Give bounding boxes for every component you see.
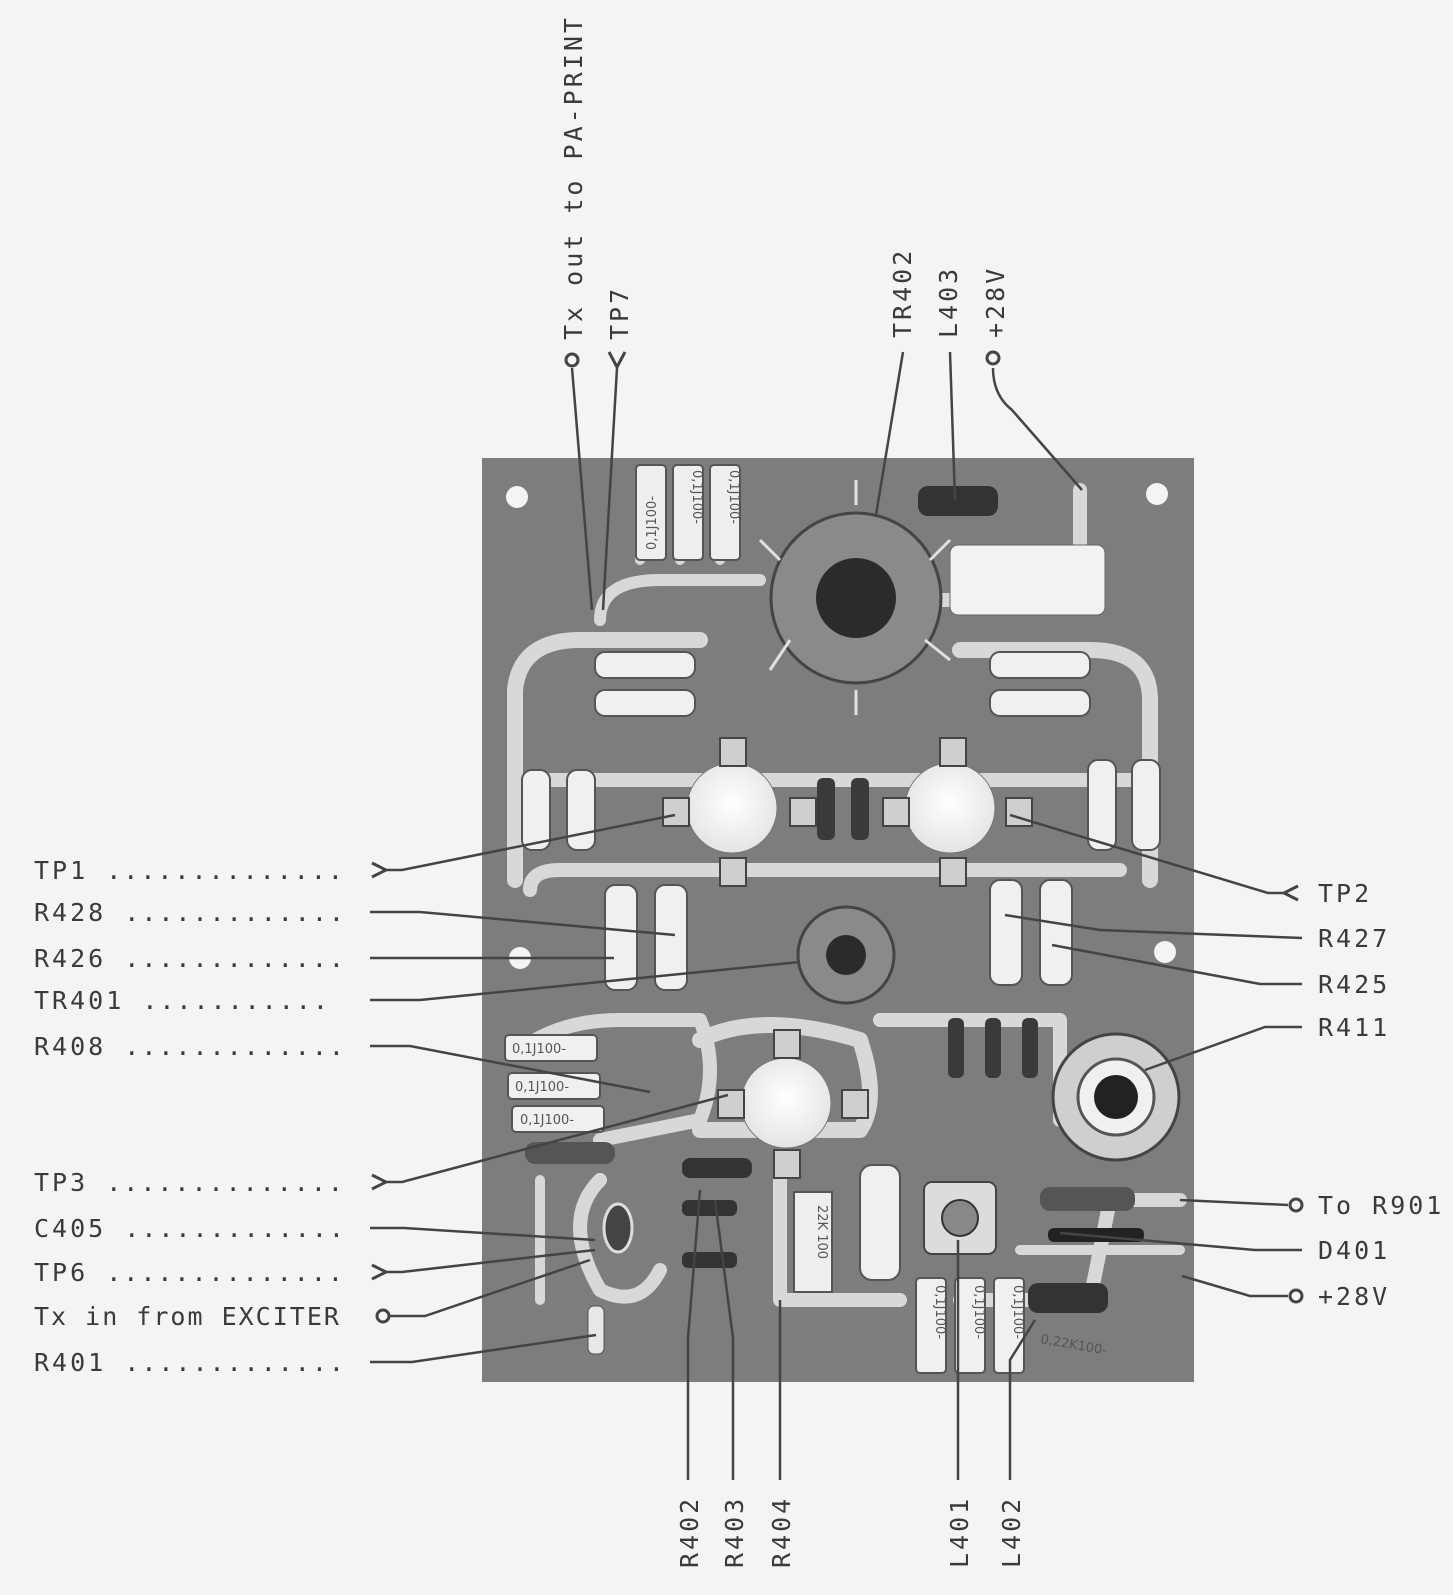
label-r403: R403	[720, 1495, 749, 1568]
label-r427: R427	[1318, 924, 1391, 953]
label-r411: R411	[1318, 1013, 1391, 1042]
label-r402: R402	[675, 1495, 704, 1568]
label-r404: R404	[767, 1495, 796, 1568]
label-tr402: TR402	[888, 247, 917, 338]
lower-left-resistor	[525, 1142, 615, 1164]
cap-marking: 0,1J100-	[515, 1080, 569, 1095]
upper-right-block	[949, 544, 1106, 616]
r403-resistor	[682, 1200, 737, 1216]
r404-resistor	[682, 1252, 737, 1268]
cap-marking: 0,1J100-	[932, 1285, 947, 1339]
label-l402: L402	[997, 1495, 1026, 1568]
label-tp2: TP2	[1318, 879, 1373, 908]
cap-marking: 0,1J100-	[512, 1042, 566, 1057]
label-c405: C405 .............	[34, 1214, 346, 1243]
cap-marking: 0,1J100-	[971, 1285, 986, 1339]
tr401-toroid	[796, 905, 896, 1005]
label-tp6: TP6 ..............	[34, 1258, 345, 1287]
l401-coil	[923, 1181, 997, 1255]
label-tx-in: Tx in from EXCITER	[34, 1302, 341, 1331]
l402-choke	[1028, 1283, 1108, 1313]
transistors	[662, 737, 1033, 1179]
label-plus28v-top: +28V	[981, 265, 1010, 338]
label-d401: D401	[1318, 1236, 1391, 1265]
res-marking: 22K 100	[814, 1205, 829, 1259]
r402-resistor	[682, 1158, 752, 1178]
l403-choke	[918, 486, 998, 516]
lower-res-vertical	[859, 1164, 901, 1281]
label-tp1: TP1 ..............	[34, 856, 345, 885]
label-tp3: TP3 ..............	[34, 1168, 345, 1197]
lower-res-22k	[793, 1191, 833, 1293]
cap-marking: 0,1J100-	[689, 470, 704, 524]
label-r408: R408 .............	[34, 1032, 346, 1061]
cap-marking: 0,1J100-	[726, 470, 741, 524]
terminal-circles	[375, 350, 1304, 1324]
r411-trimmer	[1051, 1032, 1181, 1162]
right-small-resistors	[948, 1018, 1038, 1078]
mounting-holes	[506, 483, 1176, 969]
test-point-marks	[371, 351, 1299, 1281]
label-l403: L403	[934, 265, 963, 338]
label-r425: R425	[1318, 970, 1391, 999]
mid-resistors	[604, 879, 1073, 991]
c405-capacitor	[602, 1202, 634, 1254]
r401-resistor	[587, 1305, 605, 1355]
upper-resistors	[594, 651, 1091, 717]
lower-right-resistor	[1040, 1187, 1135, 1211]
label-tp7: TP7	[605, 285, 634, 340]
label-plus28v-right: +28V	[1318, 1282, 1391, 1311]
left-capacitors	[504, 1034, 605, 1133]
label-to-r901: To R901	[1318, 1191, 1445, 1220]
label-r401: R401 .............	[34, 1348, 346, 1377]
side-resistors	[521, 759, 1161, 851]
label-tr401: TR401 ...........	[34, 986, 330, 1015]
label-r428: R428 .............	[34, 898, 346, 927]
center-resistors	[817, 778, 869, 840]
label-l401: L401	[945, 1495, 974, 1568]
label-r426: R426 .............	[34, 944, 346, 973]
label-tx-out: Tx out to PA-PRINT	[559, 15, 588, 340]
leader-lines	[370, 351, 1303, 1480]
top-capacitors	[635, 464, 741, 561]
cap-marking: 0,1J100-	[520, 1113, 574, 1128]
cap-marking: 0,1J100-	[645, 496, 660, 550]
tr402-toroid	[758, 480, 952, 715]
cap-marking: 0,1J100-	[1010, 1285, 1025, 1339]
